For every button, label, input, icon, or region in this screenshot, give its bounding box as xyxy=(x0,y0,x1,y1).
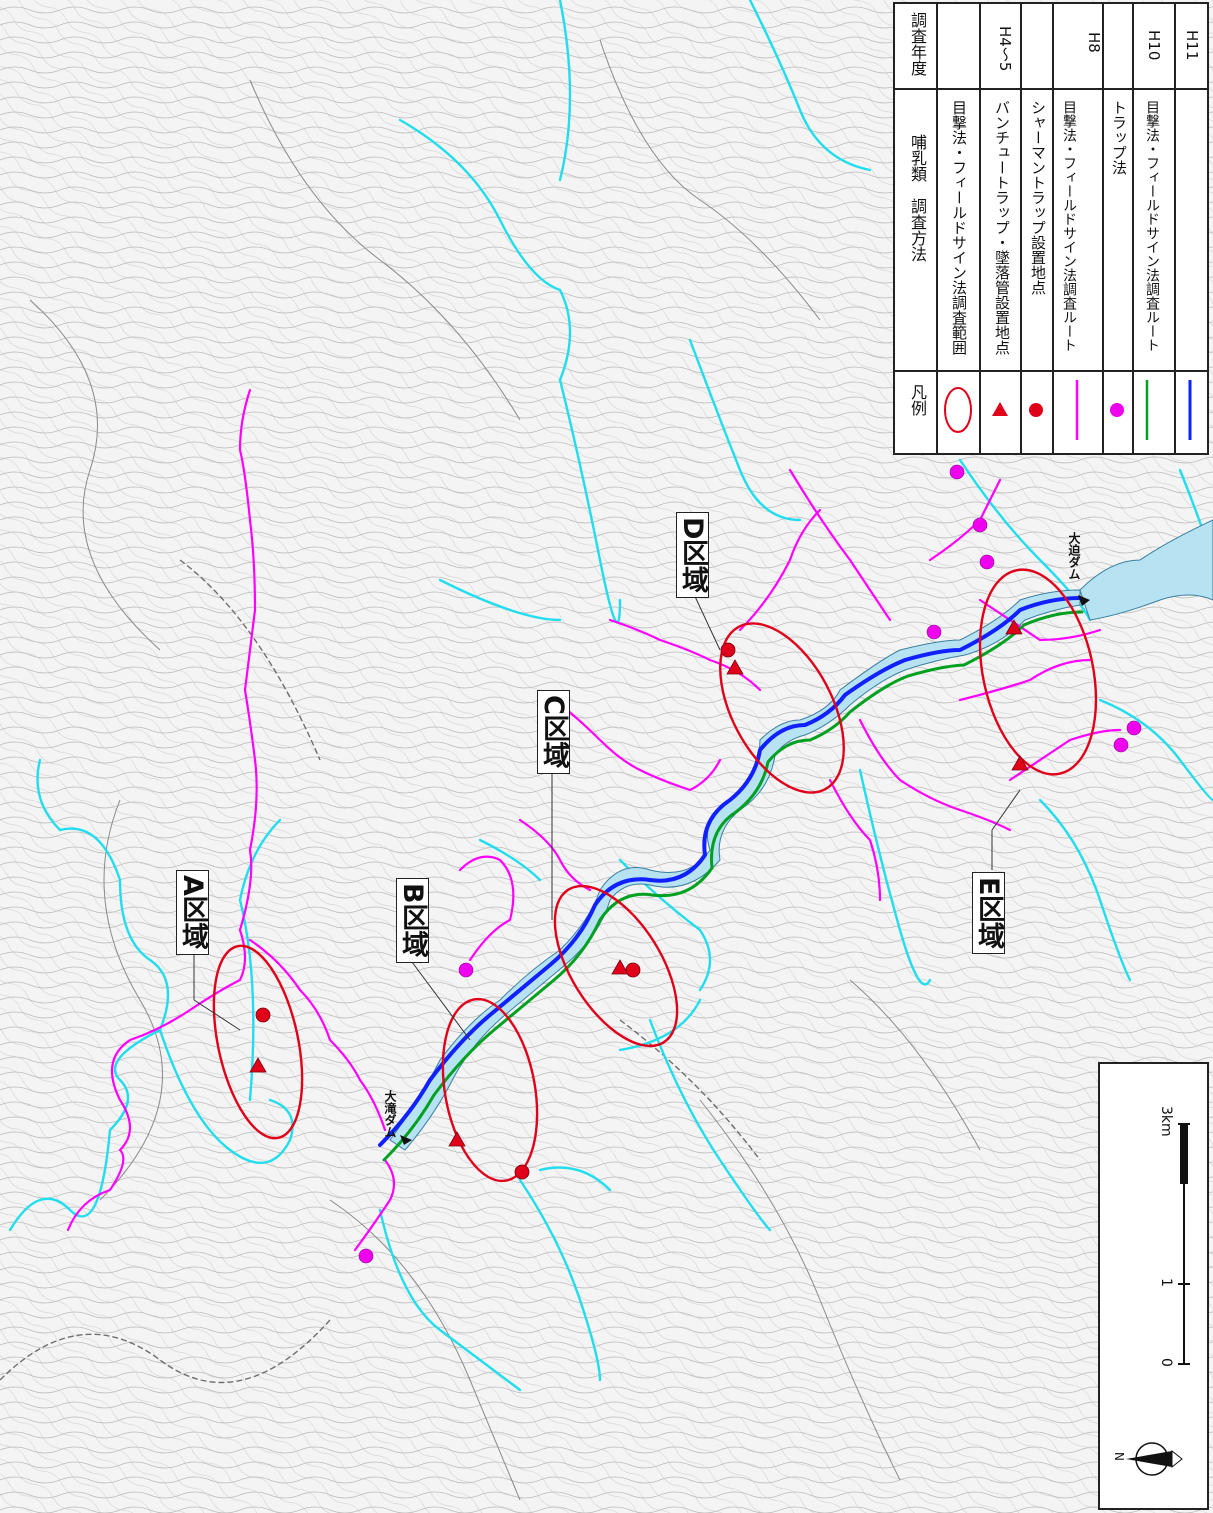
scale-tick-3: 0 xyxy=(1158,1358,1174,1367)
legend-header-method: 哺乳類 調査方法 xyxy=(908,134,927,262)
magenta-dot-icon xyxy=(1110,403,1124,417)
otaki-dam-label: 大滝ダム xyxy=(383,1090,397,1138)
region-c-label: C区域 xyxy=(537,690,570,774)
osako-dam-label: 大迫ダム xyxy=(1067,532,1081,580)
region-a-label: A区域 xyxy=(176,870,209,955)
north-label: N xyxy=(1112,1452,1126,1461)
legend-year-h4-5: H4～5 xyxy=(996,26,1014,72)
legend-header-symbol: 凡例 xyxy=(908,384,927,416)
red-ellipse-icon xyxy=(944,387,972,433)
scale-tick-0: 3km xyxy=(1158,1106,1174,1137)
red-dot-icon xyxy=(1029,403,1043,417)
legend-row-route-h10: 目撃法・フィールドサイン法調査ルート xyxy=(1144,100,1160,352)
scale-tick-1: 1 xyxy=(1158,1278,1174,1287)
legend-row-pitfall: バンチュートラップ・墜落管設置地点 xyxy=(993,100,1011,355)
legend-row-range: 目撃法・フィールドサイン法調査範囲 xyxy=(950,100,968,355)
region-d-label: D区域 xyxy=(676,512,709,599)
legend-row-route-h8: 目撃法・フィールドサイン法調査ルート xyxy=(1061,100,1077,352)
scale-bar xyxy=(1126,1123,1190,1476)
legend-header-year: 調査年度 xyxy=(908,12,927,76)
legend-table: 凡例 哺乳類 調査方法 調査年度 目撃法・フィールドサイン法調査範囲 バンチュー… xyxy=(893,2,1209,455)
region-b-label: B区域 xyxy=(396,878,429,963)
legend-year-h11: H11 xyxy=(1183,30,1201,61)
legend-year-h10: H10 xyxy=(1145,30,1163,61)
legend-row-trap: トラップ法 xyxy=(1110,100,1128,175)
legend-row-sherman: シャーマントラップ設置地点 xyxy=(1029,100,1047,295)
region-e-label: E区域 xyxy=(972,872,1005,955)
legend-symbols xyxy=(944,380,1192,440)
legend-year-h8: H8 xyxy=(1085,32,1103,53)
scale-north-box: 3km 1 0 N xyxy=(1098,1062,1209,1510)
red-triangle-icon xyxy=(992,402,1008,416)
north-arrow-icon xyxy=(1126,1442,1183,1476)
